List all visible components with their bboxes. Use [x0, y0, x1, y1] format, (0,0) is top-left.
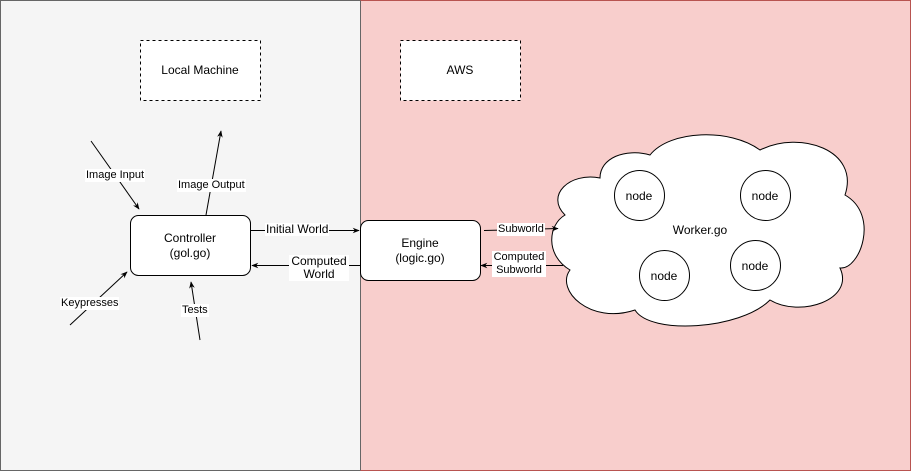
worker-node-2-label: node: [751, 189, 779, 203]
engine-name: Engine: [401, 236, 439, 250]
computed-world-label: Computed World: [289, 255, 349, 281]
image-output-arrow: [205, 130, 223, 216]
worker-node-2: [740, 170, 791, 221]
subworld-label: Subworld: [497, 223, 545, 236]
engine-label: Engine (logic.go): [360, 236, 480, 266]
image-output-label: Image Output: [177, 179, 246, 192]
local-machine-title: Local Machine: [161, 63, 239, 77]
controller-label: Controller (gol.go): [130, 231, 250, 261]
initial-world-label: Initial World: [265, 222, 330, 236]
worker-node-3: [639, 250, 690, 301]
worker-node-4-label: node: [741, 259, 769, 273]
keypresses-label: Keypresses: [60, 297, 120, 310]
worker-node-3-label: node: [650, 269, 678, 283]
computed-subworld-label: Computed Subworld: [492, 251, 546, 277]
controller-box: [130, 215, 251, 276]
computed-subworld-line1: Computed: [493, 251, 545, 263]
controller-name: Controller: [163, 231, 217, 245]
computed-subworld-line2: Subworld: [496, 264, 542, 276]
engine-box: [360, 220, 481, 281]
aws-title: AWS: [446, 63, 474, 77]
engine-file: (logic.go): [395, 251, 445, 265]
controller-file: (gol.go): [169, 246, 211, 260]
worker-node-1: [614, 170, 665, 221]
image-input-label: Image Input: [85, 169, 146, 182]
tests-label: Tests: [181, 304, 209, 317]
computed-world-line2: World: [303, 267, 335, 281]
worker-node-4: [730, 240, 781, 291]
worker-cloud-label: Worker.go: [672, 223, 728, 237]
computed-world-line1: Computed: [291, 254, 347, 268]
worker-node-1-label: node: [625, 189, 653, 203]
local-machine-label-box: [140, 40, 261, 101]
aws-label-box: [400, 40, 521, 101]
